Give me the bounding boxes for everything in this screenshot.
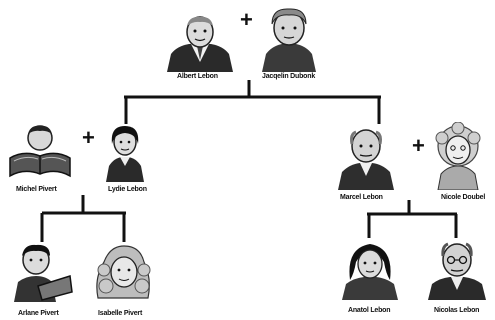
old-woman-icon bbox=[258, 6, 320, 72]
right-husband-name: Marcel Lebon bbox=[340, 194, 383, 201]
left-child2-name: Isabelle Pivert bbox=[98, 310, 143, 317]
bald-man-icon bbox=[334, 124, 398, 190]
root-husband-name: Albert Lebon bbox=[177, 73, 218, 80]
root-wife-name: Jacqelin Dubonk bbox=[262, 73, 316, 80]
left-husband-name: Michel Pivert bbox=[16, 186, 57, 193]
left-child1-name: Arlane Pivert bbox=[18, 310, 59, 317]
dark-haired-woman-icon bbox=[338, 238, 402, 300]
left-wife-name: Lydie Lebon bbox=[108, 186, 147, 193]
curly-haired-girl-icon bbox=[92, 242, 154, 304]
old-man-glasses-icon bbox=[424, 238, 490, 300]
left-plus-sign: + bbox=[82, 125, 95, 150]
woman-with-curls-icon bbox=[430, 122, 486, 190]
woman-icon bbox=[100, 122, 150, 182]
man-in-suit-icon bbox=[163, 14, 237, 72]
right-child2-name: Nicolas Lebon bbox=[434, 307, 480, 314]
man-reading-book-icon bbox=[6, 124, 74, 180]
root-plus-sign: + bbox=[240, 7, 253, 32]
boy-reading-icon bbox=[8, 242, 74, 302]
right-plus-sign: + bbox=[412, 133, 425, 158]
right-child1-name: Anatol Lebon bbox=[348, 307, 391, 314]
right-wife-name: Nicole Doubel bbox=[441, 194, 486, 201]
